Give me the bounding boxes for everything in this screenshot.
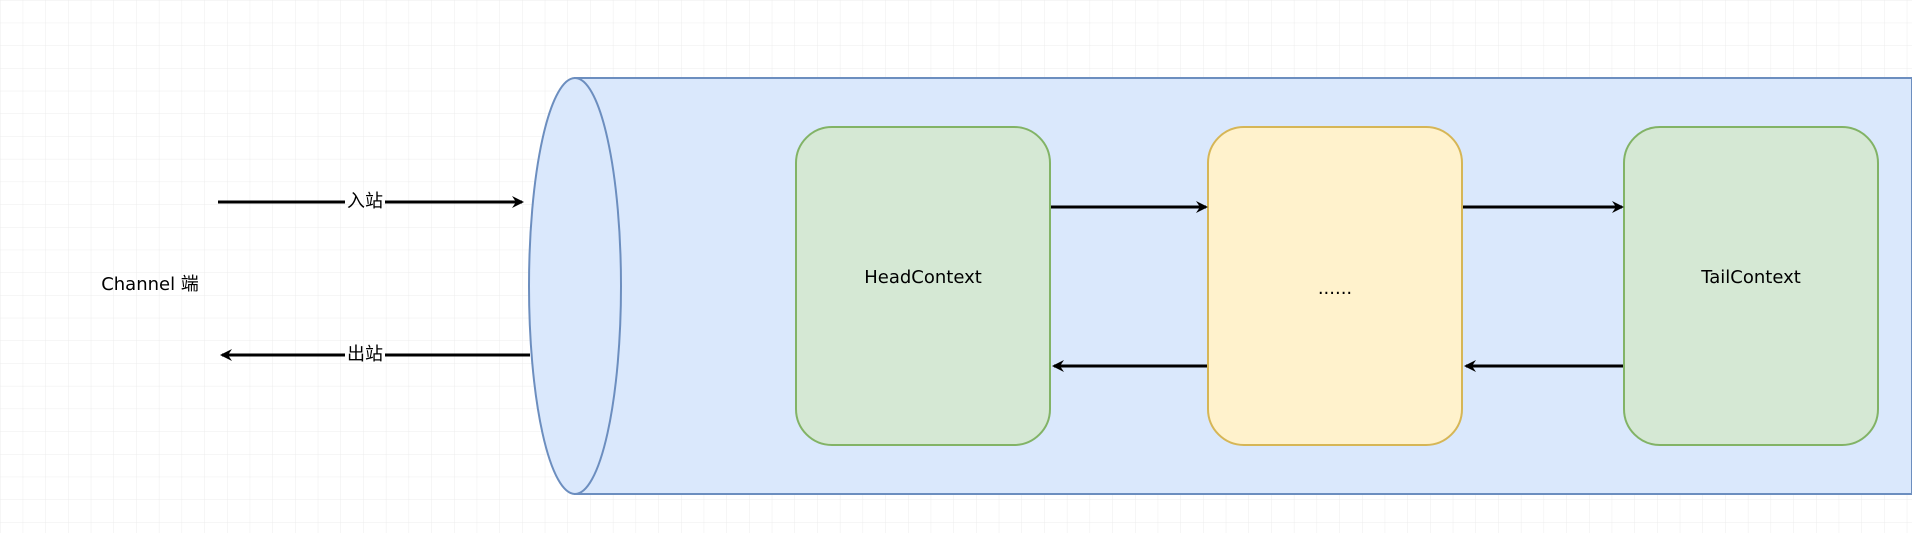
head-context-node: HeadContext [795,126,1051,446]
outbound-arrow: 出站 [220,344,530,365]
outbound-label: 出站 [347,344,383,365]
head-context-label: HeadContext [864,267,982,288]
inbound-label: 入站 [347,191,383,212]
middle-handler-node: ...... [1207,126,1463,446]
tail-context-node: TailContext [1623,126,1879,446]
tail-context-label: TailContext [1700,267,1801,288]
inbound-arrow: 入站 [218,191,524,212]
pipeline-cylinder-opening [528,77,622,495]
middle-handler-label: ...... [1318,278,1352,299]
channel-label: Channel 端 [101,274,199,295]
